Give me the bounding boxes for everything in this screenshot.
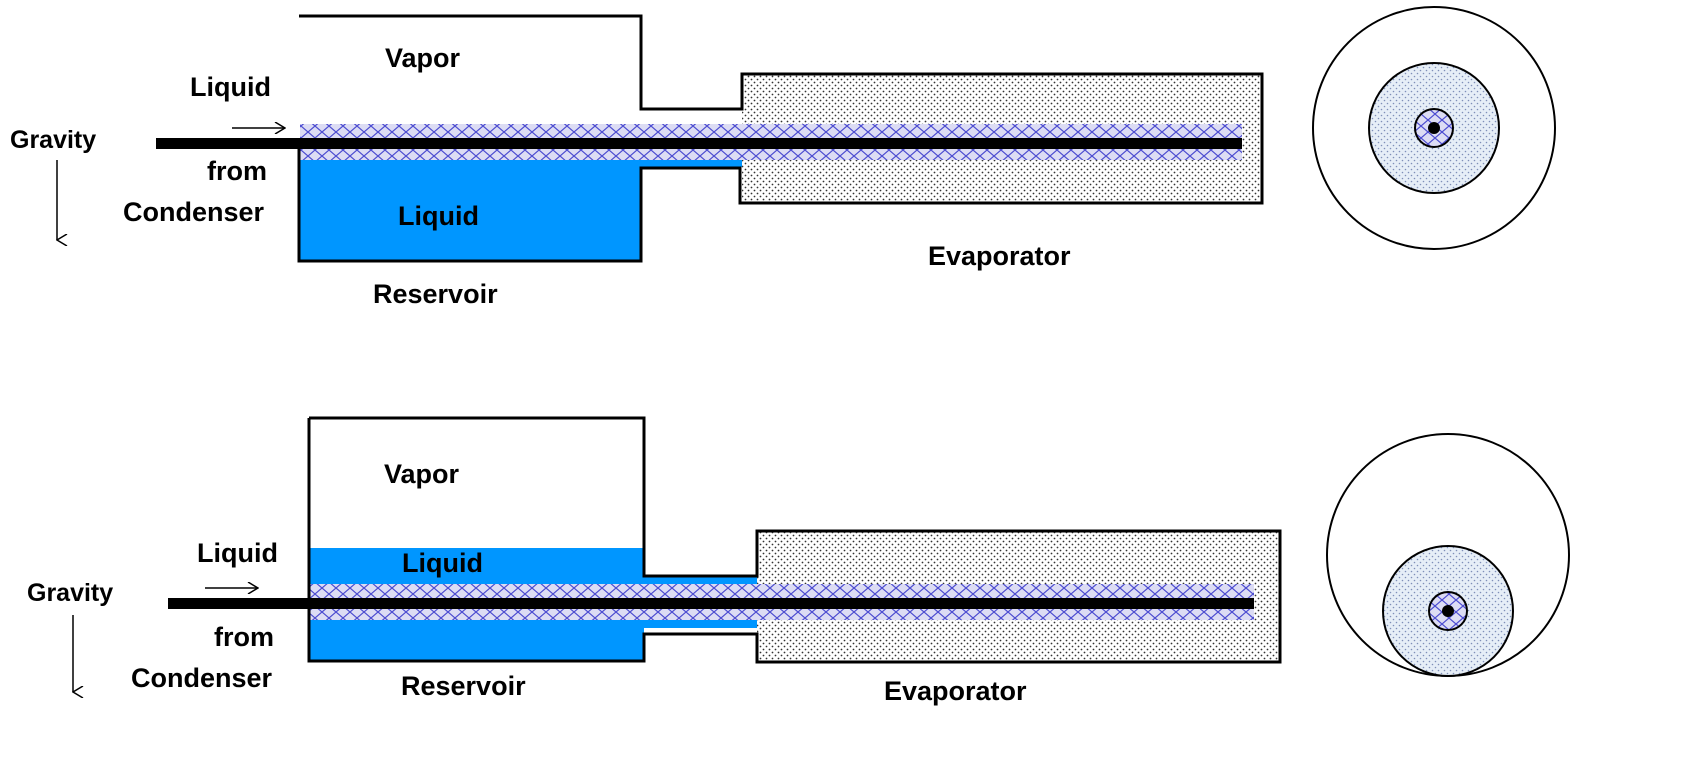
bottom-liquid-channel-upper xyxy=(644,576,757,586)
top-gravity-label: Gravity xyxy=(10,126,96,154)
bottom-liquid-from-label-2: from xyxy=(214,622,274,652)
top-outline xyxy=(297,14,1264,263)
top-liquid-from-label-2: from xyxy=(207,156,267,186)
bottom-liquid-from-label-1: Liquid xyxy=(197,538,278,568)
top-liquid-from-label-1: Liquid xyxy=(190,72,271,102)
bottom-liquid-channel-lower xyxy=(644,618,757,628)
top-vapor-label: Vapor xyxy=(385,43,461,73)
bottom-reservoir-liquid-lower xyxy=(310,618,644,660)
top-evaporator-label: Evaporator xyxy=(928,241,1071,271)
bottom-cross-section-rod xyxy=(1442,605,1454,617)
top-liquid-from-label-3: Condenser xyxy=(123,197,265,227)
bottom-diagram: Vapor Liquid from Condenser Gravity Liqu… xyxy=(27,416,1570,706)
bottom-central-rod xyxy=(168,598,1254,609)
top-reservoir-liquid-label: Liquid xyxy=(398,201,479,231)
top-central-rod xyxy=(156,138,1242,149)
bottom-gravity-label: Gravity xyxy=(27,579,113,607)
top-diagram: Vapor Liquid from Condenser Gravity Liqu… xyxy=(10,6,1556,309)
top-reservoir-liquid xyxy=(300,158,640,261)
top-cross-section-rod xyxy=(1428,122,1440,134)
top-cross-section xyxy=(1312,6,1556,250)
top-liquid-channel xyxy=(640,158,742,167)
bottom-liquid-from-label-3: Condenser xyxy=(131,663,273,693)
bottom-cross-section xyxy=(1326,433,1570,677)
bottom-reservoir-liquid-label: Liquid xyxy=(402,548,483,578)
bottom-evaporator-label: Evaporator xyxy=(884,676,1027,706)
bottom-reservoir-liquid-upper xyxy=(310,548,644,586)
bottom-vapor-label: Vapor xyxy=(384,459,460,489)
bottom-outline xyxy=(307,416,1282,664)
top-reservoir-label: Reservoir xyxy=(373,279,498,309)
bottom-reservoir-label: Reservoir xyxy=(401,671,526,701)
